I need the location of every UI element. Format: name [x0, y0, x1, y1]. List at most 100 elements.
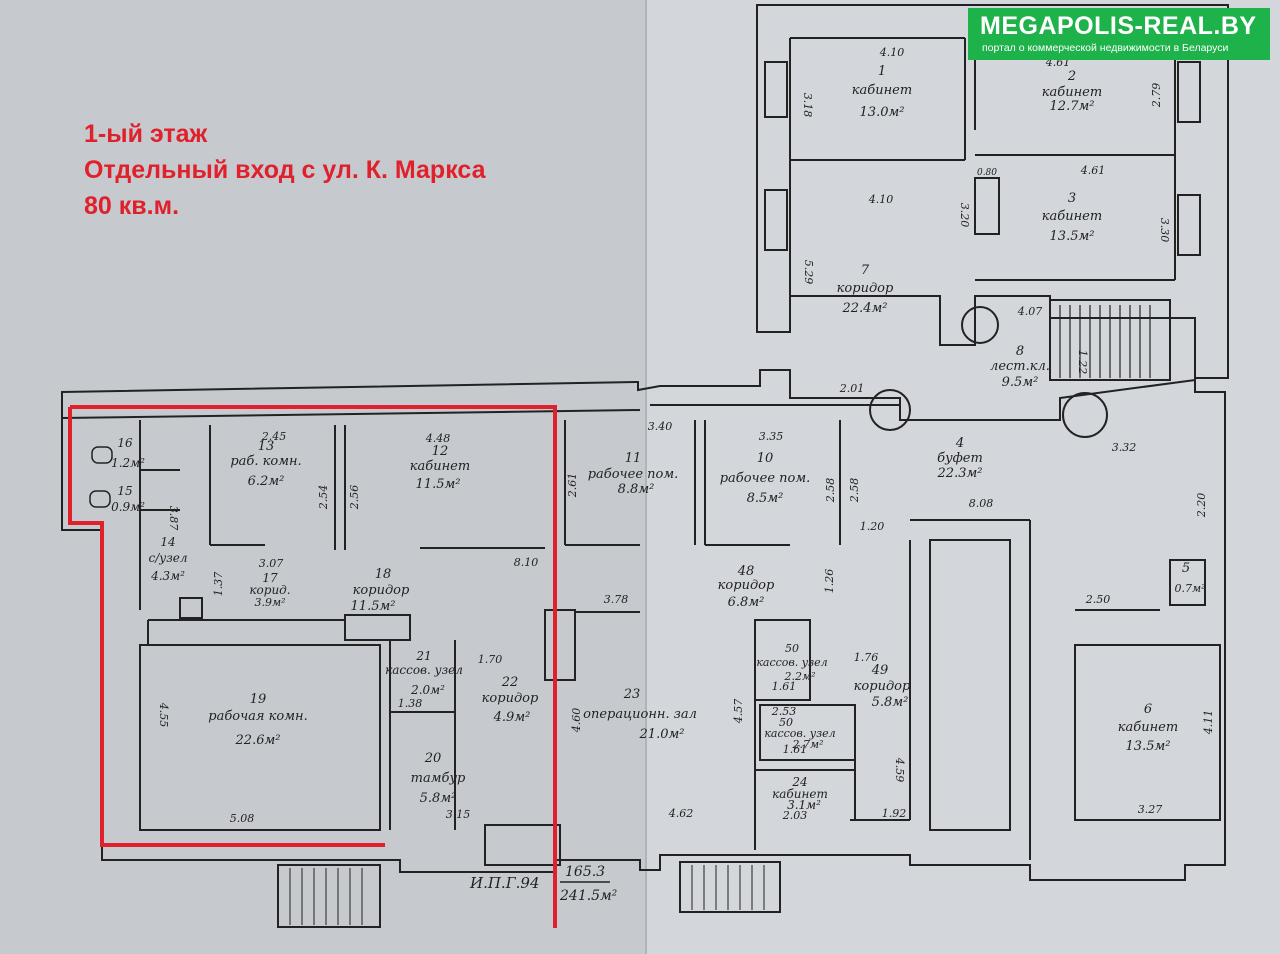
room-area: 0.7м² — [1174, 582, 1205, 595]
room-number: 19 — [250, 692, 267, 707]
room-number: 50 — [785, 642, 799, 655]
room-name: кассов. узел — [756, 656, 827, 669]
dimension: 1.38 — [398, 697, 423, 710]
room-area: 22.6м² — [235, 733, 281, 748]
room-number: 20 — [424, 751, 442, 766]
dimension: 8.10 — [514, 556, 539, 569]
room-area: 8.5м² — [747, 491, 784, 506]
left-sheet — [0, 0, 646, 954]
plan-stamp: И.П.Г.94 165.3 241.5м² — [469, 864, 618, 904]
dimension: 8.08 — [969, 497, 994, 510]
dimension: 1.61 — [772, 680, 797, 693]
room-area: 6.2м² — [248, 474, 285, 489]
wc-icons — [89, 446, 113, 508]
room-number: 21 — [415, 649, 431, 663]
stair-steps — [1059, 305, 1151, 378]
room-number: 18 — [375, 567, 392, 582]
room-name: коридор — [718, 578, 775, 593]
room-name: раб. комн. — [230, 454, 301, 469]
step-lines — [289, 865, 765, 925]
room-area: 13.5м² — [1050, 229, 1095, 244]
room-name: кабинет — [772, 787, 828, 801]
room-name: кабинет — [410, 459, 470, 474]
dimension: 0.80 — [977, 168, 997, 178]
room-19-walls — [139, 644, 381, 831]
dimension: 1.92 — [882, 807, 907, 820]
premises-highlight — [68, 405, 557, 928]
dimension: 3.07 — [259, 557, 284, 570]
dimension: 4.61 — [1080, 164, 1106, 177]
dimension: 4.62 — [668, 807, 694, 820]
site-watermark-badge[interactable]: MEGAPOLIS-REAL.BY портал о коммерческой … — [968, 8, 1270, 60]
room-area: 13.0м² — [860, 105, 905, 120]
entry-steps — [679, 861, 781, 913]
area-caption: 80 кв.м. — [84, 192, 180, 220]
wc-fixture — [179, 597, 203, 619]
room-labels: 1 кабинет 13.0м² 2 кабинет 12.7м² 3 каби… — [111, 64, 1205, 812]
dimension: 3.87 — [167, 506, 180, 531]
dimension: 2.50 — [1085, 593, 1111, 606]
dimension: 5.29 — [802, 260, 815, 285]
duct — [974, 177, 1000, 235]
room-name: с/узел — [148, 551, 187, 565]
room-name: кассов. узел — [764, 727, 835, 740]
dimension: 1.70 — [478, 653, 503, 666]
room-name: кабинет — [852, 83, 912, 98]
site-logo: MEGAPOLIS-REAL.BY — [980, 12, 1257, 40]
room-area: 8.8м² — [618, 482, 655, 497]
dimension: 4.48 — [425, 432, 451, 445]
dimension: 2.20 — [1195, 493, 1208, 519]
room-number: 2 — [1067, 69, 1076, 84]
room-area: 2.2м² — [783, 670, 815, 683]
dimension: 1.61 — [783, 743, 808, 756]
room-number: 16 — [117, 436, 133, 450]
dimension: 2.56 — [348, 485, 361, 511]
room-area: 13.5м² — [1126, 739, 1171, 754]
dimension: 3.15 — [446, 808, 471, 821]
room-name: лест.кл. — [990, 359, 1050, 374]
room-name: кабинет — [1042, 85, 1102, 100]
dimension: 2.03 — [782, 809, 808, 822]
room-number: 22 — [501, 675, 519, 690]
central-shaft — [929, 539, 1011, 831]
room-area: 5.8м² — [420, 791, 457, 806]
dimension: 3.40 — [648, 420, 673, 433]
floor-caption: 1-ый этаж — [84, 120, 208, 148]
main-block-outline — [61, 369, 1226, 881]
dimension: 3.27 — [1138, 803, 1163, 816]
window-pier — [1177, 61, 1201, 123]
room-number: 14 — [160, 535, 175, 549]
room-number: 11 — [625, 451, 642, 466]
dimension: 4.10 — [879, 46, 905, 59]
room-area: 11.5м² — [416, 477, 461, 492]
room-number: 5 — [1182, 561, 1190, 576]
dimension: 2.58 — [824, 478, 837, 504]
site-tagline: портал о коммерческой недвижимости в Бел… — [982, 42, 1229, 54]
room-number: 6 — [1144, 702, 1152, 717]
room-area: 22.4м² — [842, 301, 888, 316]
room-name: кабинет — [1118, 720, 1178, 735]
room-number: 12 — [432, 444, 449, 459]
room-name: тамбур — [411, 771, 466, 786]
staircase — [1049, 299, 1171, 381]
entry-steps — [277, 864, 381, 928]
room-number: 1 — [878, 64, 886, 79]
room-area: 2.0м² — [410, 683, 445, 697]
dimension: 1.37 — [212, 572, 225, 597]
room-name: рабочее пом. — [588, 467, 679, 482]
stamp-total-1: 165.3 — [565, 864, 605, 880]
pier — [344, 614, 411, 641]
room-number: 10 — [757, 451, 774, 466]
room-area: 2.7м² — [791, 738, 823, 751]
room-name: коридор — [837, 281, 894, 296]
dimension: 1.22 — [1076, 350, 1089, 375]
dimension-labels: 4.10 4.61 3.18 2.79 4.61 4.10 3.20 3.30 … — [157, 46, 1215, 825]
room-area: 4.3м² — [150, 569, 185, 583]
room-area: 11.5м² — [351, 599, 396, 614]
dimension: 5.08 — [230, 812, 255, 825]
entrance-caption: Отдельный вход с ул. К. Маркса — [84, 156, 486, 184]
room-area: 0.9м² — [111, 500, 145, 514]
room-number: 15 — [117, 484, 132, 498]
column — [1062, 392, 1108, 438]
